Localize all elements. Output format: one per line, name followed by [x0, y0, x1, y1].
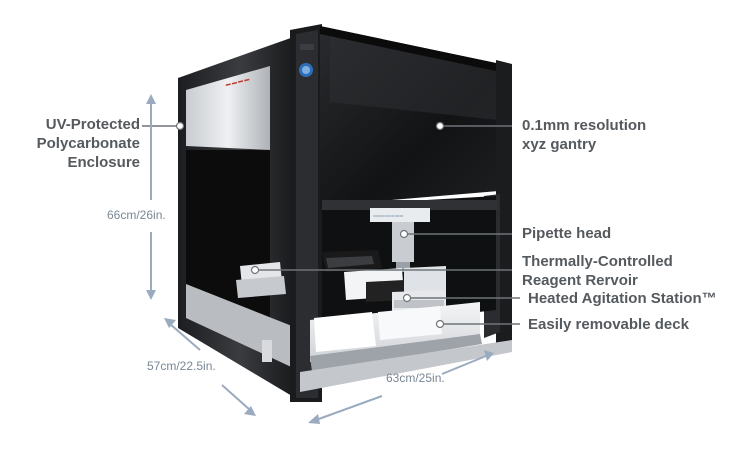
- front-left-pillar: [290, 24, 322, 402]
- dimension-height: 66cm/26in.: [107, 208, 166, 222]
- pipette-head: ▭▭▭▭▭▭▭▭: [370, 208, 430, 272]
- callout-enclosure: UV-Protected Polycarbonate Enclosure: [0, 115, 140, 172]
- brand-mark: ▬ ▬ ▬ ▬: [225, 76, 250, 88]
- gantry-rail: [322, 200, 498, 210]
- callout-reservoir: Thermally-Controlled Reagent Rervoir: [522, 252, 673, 290]
- dimension-arrows: [146, 94, 494, 424]
- callout-gantry: 0.1mm resolution xyz gantry: [522, 116, 646, 154]
- dimension-depth: 57cm/22.5in.: [147, 359, 216, 373]
- removable-deck: [310, 302, 482, 372]
- callout-gantry-line-1: 0.1mm resolution: [522, 117, 647, 134]
- callout-pipette: Pipette head: [522, 225, 612, 242]
- callout-agitation: Heated Agitation Station™: [528, 290, 717, 307]
- svg-text:▭▭▭▭▭▭▭▭: ▭▭▭▭▭▭▭▭: [373, 213, 403, 218]
- callout-dots: [175, 121, 445, 329]
- base-plinth: [300, 340, 512, 392]
- left-deck-plates: [236, 262, 286, 298]
- side-window-panel: [186, 66, 270, 150]
- tip-racks: [344, 266, 446, 302]
- callout-reservoir-line-1: Thermally-Controlled: [522, 253, 673, 270]
- callout-gantry-line-2: xyz gantry: [522, 136, 597, 153]
- reagent-reservoir: [322, 250, 382, 272]
- callout-reservoir-line-2: Reagent Rervoir: [522, 272, 638, 289]
- callout-leaders: [142, 125, 520, 325]
- callout-enclosure-line-1: UV-Protected: [45, 116, 140, 133]
- callout-enclosure-line-3: Enclosure: [67, 154, 140, 171]
- dimension-width: 63cm/25in.: [386, 371, 445, 385]
- svg-text:▬ ▬ ▬ ▬: ▬ ▬ ▬ ▬: [225, 76, 250, 88]
- callout-enclosure-line-2: Polycarbonate: [36, 135, 140, 152]
- gantry-hood: [320, 26, 510, 206]
- left-side-frame: [178, 34, 302, 402]
- callout-deck: Easily removable deck: [528, 316, 689, 333]
